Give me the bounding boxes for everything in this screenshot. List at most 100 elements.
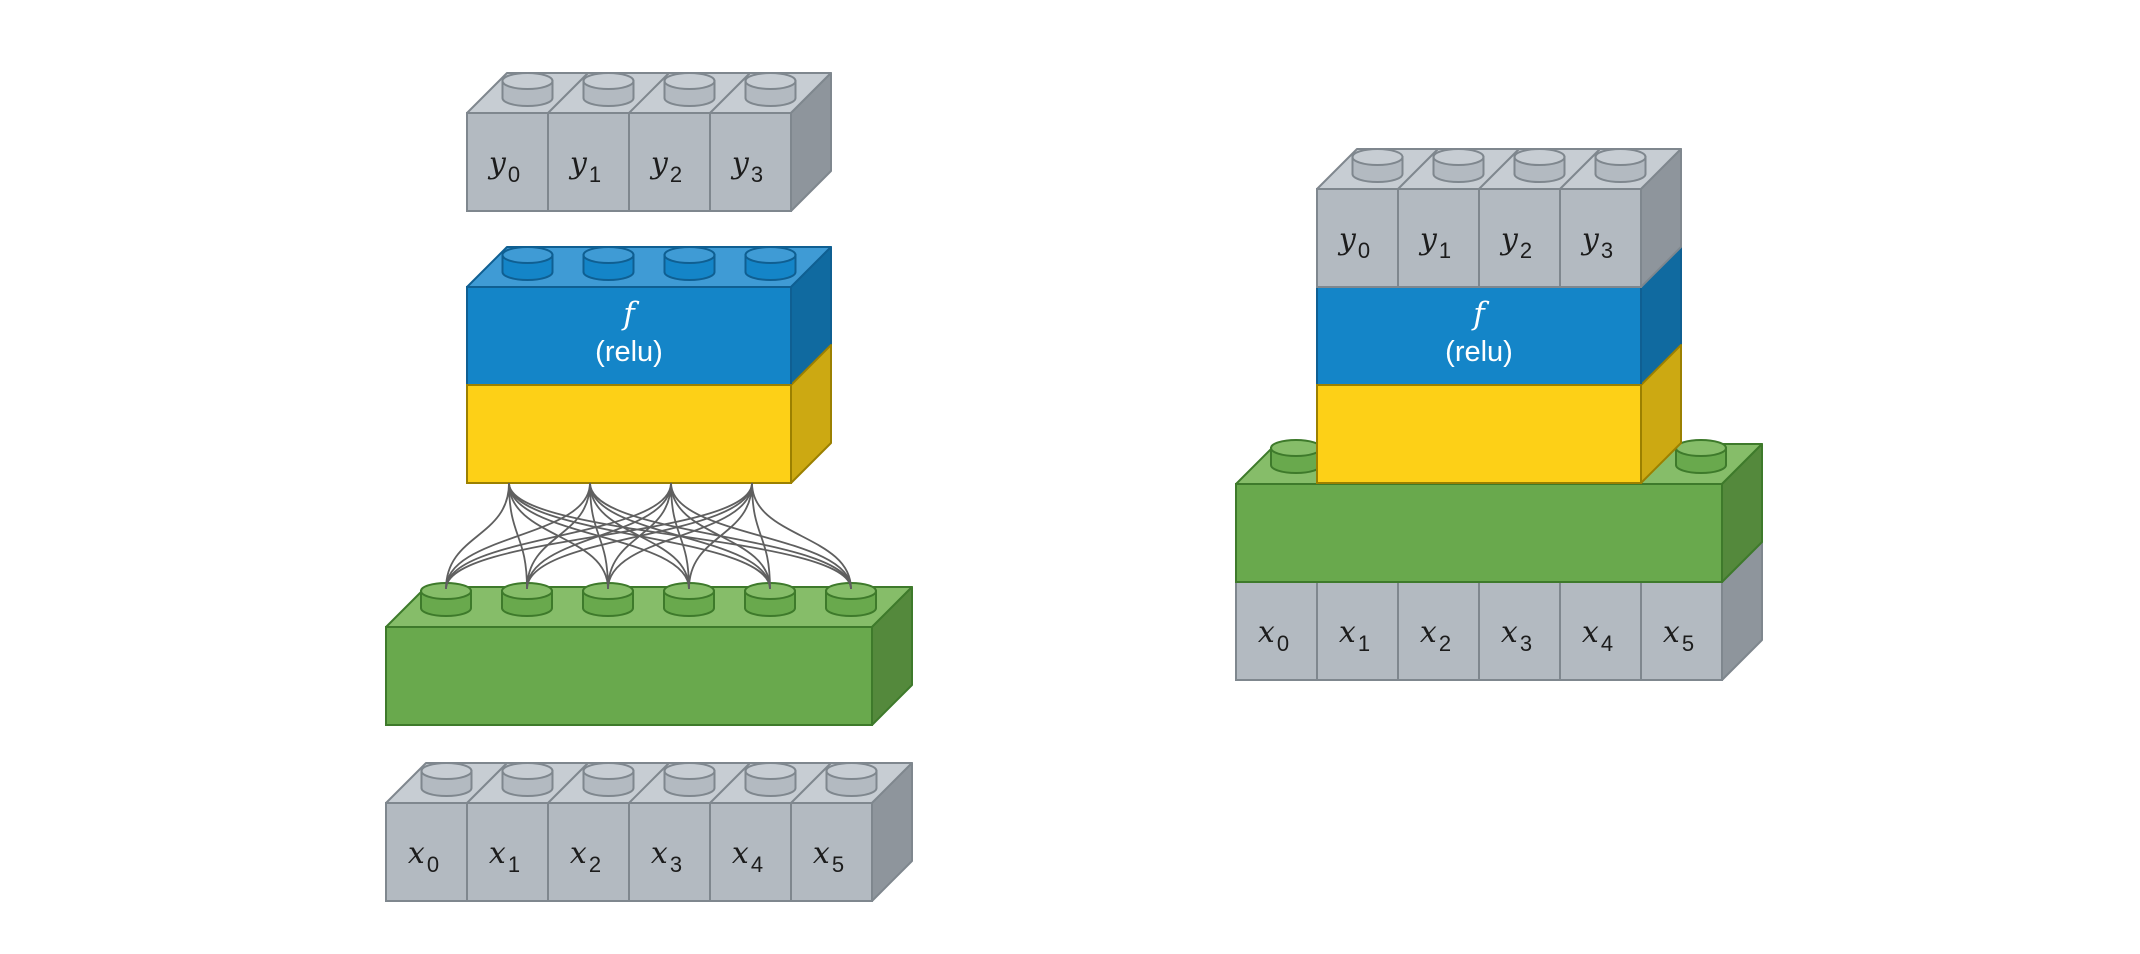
stud-top [663,246,716,264]
stud-top [663,72,716,90]
stud [582,246,635,281]
layer-front-blue [466,286,792,386]
stud [1513,148,1566,183]
output-label-y2: y2 [1499,222,1532,263]
stud [501,762,554,797]
input-label-x3: x3 [1501,615,1532,656]
top-divider [1559,148,1601,190]
top-divider [1478,148,1520,190]
stud [501,72,554,107]
input-brick-label-x2: x2 [570,836,601,877]
stud-top [501,762,554,780]
connection-line [445,482,672,590]
top-divider [709,72,751,114]
connection-line [445,482,753,590]
top-divider [709,762,751,804]
stud-top [501,72,554,90]
input-brick-label-x1: x1 [489,836,520,877]
output-label-y0: y0 [1337,222,1370,263]
stud [744,72,797,107]
stud [1432,148,1485,183]
top-divider [628,72,670,114]
stud [1594,148,1647,183]
stud-top [744,72,797,90]
stud [663,72,716,107]
connection-line [751,482,771,590]
stud [420,762,473,797]
stud-top [1432,148,1485,166]
stud [1675,439,1727,474]
stud [501,582,553,617]
input-label-x2: x2 [1420,615,1451,656]
stud-top [582,762,635,780]
stud [582,762,635,797]
stud-top [1594,148,1647,166]
input-brick-label-x4: x4 [732,836,763,877]
top-divider [547,72,589,114]
stud [744,762,797,797]
stud-top [1351,148,1404,166]
stud-top [744,246,797,264]
input-layer-front [385,626,873,726]
top-divider [547,762,589,804]
stud-top [825,762,878,780]
layer-front-blue [1316,286,1642,386]
stud [663,762,716,797]
stud [582,72,635,107]
input-brick-label-x0: x0 [408,836,439,877]
stud [1270,439,1322,474]
stud-top [1513,148,1566,166]
top-divider [1397,148,1439,190]
output-label-y1: y1 [1418,222,1451,263]
stud [825,762,878,797]
output-brick-label-y3: y3 [730,146,763,187]
stud [501,246,554,281]
connection-line [445,482,591,590]
stud-top [1675,439,1727,457]
output-label-y3: y3 [1580,222,1613,263]
stud-top [420,762,473,780]
input-layer-front [1235,483,1723,583]
stud-top [1270,439,1322,457]
activation-label: (relu) [1445,336,1513,368]
stud [744,246,797,281]
stud-top [744,762,797,780]
stud [744,582,796,617]
connection-line [688,482,753,590]
top-divider [466,762,508,804]
output-brick-label-y2: y2 [649,146,682,187]
stud [582,582,634,617]
connection-line [526,482,753,590]
input-label-x5: x5 [1663,615,1694,656]
top-divider [790,762,832,804]
dense-layer-brick-stacked: f(relu) [1316,246,1682,484]
connection-line [445,482,510,590]
input-brick-label-x3: x3 [651,836,682,877]
connection-line [607,482,753,590]
connections [445,482,852,590]
input-label-x1: x1 [1339,615,1370,656]
stud-top [501,246,554,264]
input-label-x0: x0 [1258,615,1289,656]
input-layer-brick [385,582,913,726]
output-brick-label-y0: y0 [487,146,520,187]
layer-front-yellow [466,384,792,484]
input-label-x4: x4 [1582,615,1613,656]
stud-top [582,72,635,90]
layer-front-yellow [1316,384,1642,484]
connection-line [751,482,852,590]
output-brick-stacked: y0 y1 y2 y3 [1316,148,1682,288]
stud-top [582,246,635,264]
top-divider [628,762,670,804]
input-brick-stacked: x0 x1 x2 x3 x4 x5 [1235,541,1763,681]
right-diagram: x0 x1 x2 x3 x4 x5 f(relu)y0 y1 y2 y3 [1235,148,1763,681]
stud-top [663,762,716,780]
output-brick-label-y1: y1 [568,146,601,187]
stud [1351,148,1404,183]
activation-label: (relu) [595,336,663,368]
input-brick-label-x5: x5 [813,836,844,877]
stud [663,246,716,281]
